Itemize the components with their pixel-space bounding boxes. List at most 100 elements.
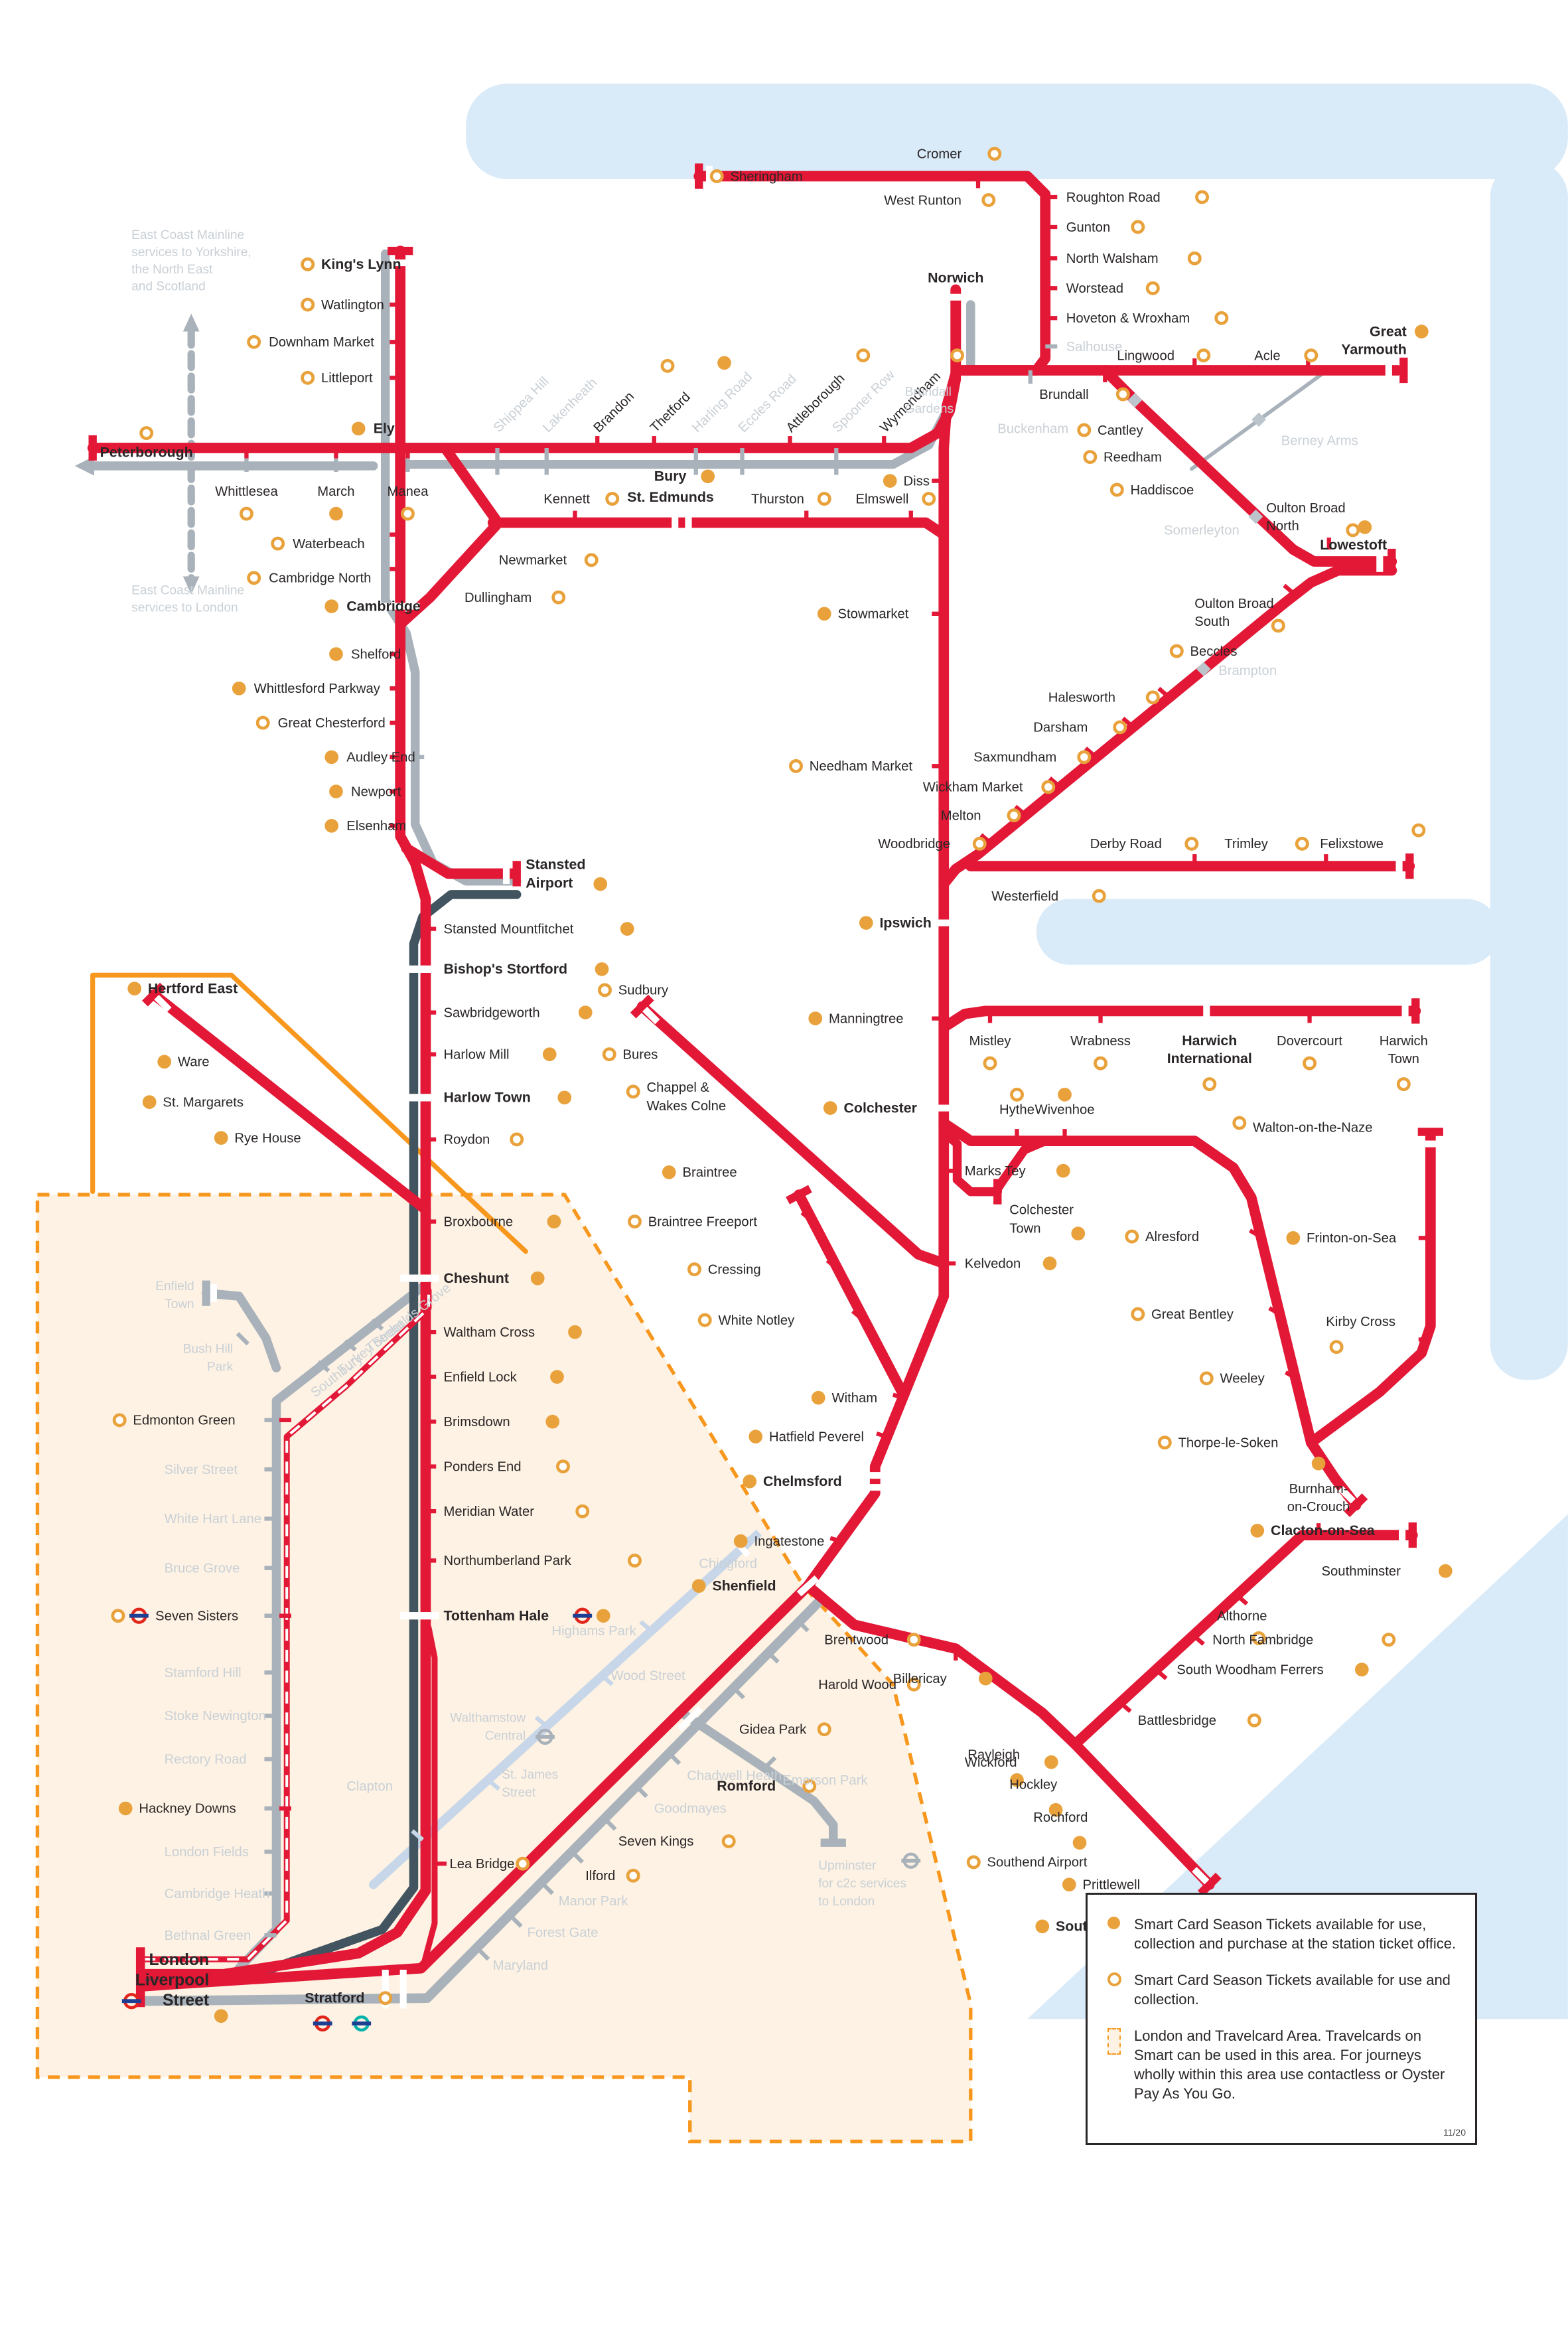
- station-marker-open: [1010, 1087, 1024, 1102]
- station-markers: [111, 147, 1453, 2023]
- station-marker-open: [1007, 808, 1021, 823]
- station-marker-open: [1077, 750, 1092, 765]
- station-label: Thetford: [648, 390, 693, 435]
- station-marker-open: [1041, 780, 1056, 794]
- station-label: Romford: [717, 1778, 776, 1794]
- station-label: Darsham: [1033, 721, 1088, 735]
- station-marker-filled: [823, 1101, 837, 1115]
- station-marker-filled: [1414, 325, 1429, 338]
- station-marker-filled: [717, 356, 731, 370]
- station-label: Thurston: [751, 492, 804, 506]
- terminus-bars: [88, 163, 1443, 2008]
- station-marker-filled: [547, 1214, 561, 1228]
- station-label: Diss: [904, 474, 930, 488]
- station-marker-open: [817, 492, 831, 506]
- open-dot-icon: [1107, 1970, 1134, 2009]
- station-label: Southminster: [1322, 1564, 1401, 1579]
- station-label: Watlington: [321, 298, 384, 313]
- station-label: Stowmarket: [838, 607, 909, 622]
- station-label: Weeley: [1220, 1372, 1265, 1386]
- station-marker-filled: [817, 607, 831, 621]
- station-label: Gunton: [1066, 220, 1110, 235]
- station-marker-filled: [578, 1005, 593, 1019]
- station-marker-open: [983, 1056, 997, 1070]
- station-marker-open: [687, 1262, 701, 1277]
- station-label: Littleport: [321, 371, 373, 386]
- station-label: Manea: [387, 484, 429, 499]
- station-label: Bruce Grove: [165, 1561, 240, 1576]
- station-label: Melton: [941, 808, 981, 823]
- station-label: Cambridge: [346, 598, 421, 614]
- station-marker-filled: [883, 474, 897, 488]
- station-label: Silver Street: [165, 1463, 238, 1477]
- station-label: Saxmundham: [973, 751, 1056, 765]
- station-label: Reedham: [1104, 450, 1162, 465]
- station-label: North Fambridge: [1212, 1633, 1313, 1647]
- station-label: Rectory Road: [165, 1752, 247, 1767]
- station-label: Berney Arms: [1281, 434, 1358, 449]
- legend-item-open: Smart Card Season Tickets available for …: [1107, 1970, 1459, 2009]
- station-label: Elmswell: [856, 492, 909, 506]
- station-marker-open: [584, 553, 599, 567]
- station-label: Cressing: [708, 1262, 761, 1277]
- station-label: Clacton-on-Sea: [1271, 1522, 1376, 1538]
- station-label: Manor Park: [559, 1894, 629, 1909]
- station-label: Mistley: [969, 1034, 1012, 1049]
- station-label: Needham Market: [810, 759, 913, 774]
- station-marker-open: [602, 1047, 616, 1062]
- station-label: Southend Airport: [987, 1856, 1088, 1870]
- station-marker-open: [1232, 1116, 1247, 1130]
- legend-item-area: London and Travelcard Area. Travelcards …: [1107, 2026, 1459, 2103]
- station-label: Brandon: [591, 389, 637, 435]
- station-marker-open: [966, 1855, 981, 1870]
- legend-item-open-text: Smart Card Season Tickets available for …: [1134, 1972, 1451, 2008]
- station-marker-open: [1195, 190, 1210, 204]
- travelcard-area: [35, 972, 973, 2144]
- station-marker-filled: [232, 681, 246, 696]
- station-marker-open: [556, 1459, 570, 1474]
- station-marker-open: [1145, 281, 1160, 295]
- station-marker-open: [856, 348, 871, 363]
- station-label: London Fields: [165, 1845, 249, 1860]
- station-label: Sudbury: [618, 984, 669, 998]
- station-marker-open: [987, 147, 1002, 161]
- station-marker-open: [721, 1834, 736, 1848]
- station-label: Downham Market: [269, 335, 374, 350]
- station-label: Highams Park: [552, 1624, 637, 1639]
- station-marker-filled: [595, 962, 609, 976]
- station-marker-filled: [978, 1671, 993, 1686]
- station-marker-filled: [859, 916, 873, 930]
- station-label: Westerfield: [991, 889, 1058, 904]
- station-label: Ely: [374, 421, 395, 437]
- station-label: Brundall: [1039, 388, 1088, 402]
- station-marker-open: [628, 1553, 642, 1568]
- station-marker-open: [906, 1677, 921, 1692]
- station-label: Hythe: [999, 1103, 1034, 1118]
- station-label: Elsenham: [346, 819, 406, 834]
- station-label: Norwich: [928, 269, 983, 285]
- travelcard-area-swatch-icon: [1107, 2026, 1134, 2103]
- station-label: Brampton: [1218, 664, 1277, 678]
- station-label: Haddiscoe: [1131, 483, 1194, 498]
- station-label: Cambridge Heath: [165, 1887, 270, 1901]
- station-marker-open: [922, 492, 936, 506]
- station-label: Waterbeach: [293, 537, 364, 551]
- station-marker-open: [1125, 1229, 1139, 1244]
- station-label: Marks Tey: [965, 1164, 1027, 1179]
- station-marker-open: [1083, 450, 1098, 465]
- station-label: Buckenham: [997, 422, 1068, 437]
- station-label: Frinton-on-Sea: [1307, 1231, 1397, 1246]
- station-marker-filled: [568, 1325, 582, 1339]
- station-marker-open: [1145, 690, 1160, 705]
- station-marker-filled: [1354, 1662, 1369, 1677]
- station-marker-filled: [701, 469, 715, 484]
- station-label: Maryland: [493, 1958, 548, 1973]
- station-marker-filled: [329, 506, 343, 521]
- station-marker-open: [1131, 220, 1145, 234]
